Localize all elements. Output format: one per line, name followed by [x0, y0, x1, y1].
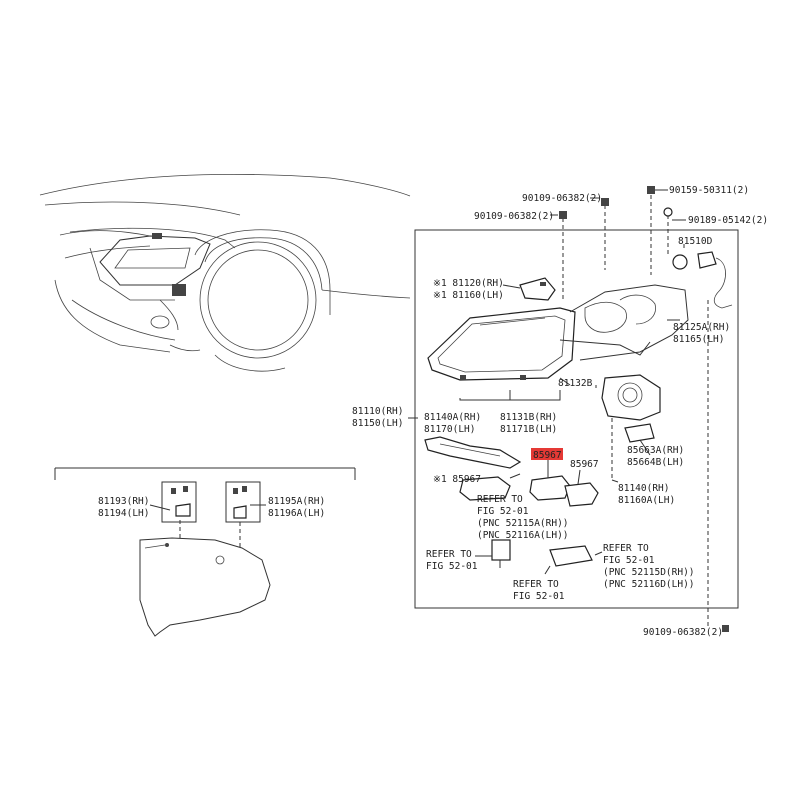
label-90109-top2: 90109-06382(2)	[474, 211, 554, 222]
refer-1-line2: FIG 52-01	[477, 506, 529, 517]
label-81171b: 81171B(LH)	[500, 424, 557, 435]
label-85967-highlight: 85967	[533, 450, 562, 461]
bulb-part	[672, 244, 733, 309]
refer-4-line1: REFER TO	[603, 543, 649, 554]
bracket-part	[424, 436, 522, 469]
refer-4-line4: (PNC 52116D(LH))	[603, 579, 695, 590]
refer-1-line4: (PNC 52116A(LH))	[477, 530, 569, 541]
leader-lines	[408, 300, 729, 632]
label-81131b: 81131B(RH)	[500, 412, 557, 423]
label-81165: 81165(LH)	[673, 334, 724, 345]
label-81160a: 81160A(LH)	[618, 495, 675, 506]
lower-panel	[54, 467, 356, 637]
label-81110: 81110(RH)	[352, 406, 403, 417]
car-illustration	[39, 173, 411, 372]
label-85664b: 85664B(LH)	[627, 457, 684, 468]
main-frame	[414, 229, 739, 609]
refer-4-line3: (PNC 52115D(RH))	[603, 567, 695, 578]
highlight-box	[531, 448, 563, 460]
label-90159: 90159-50311(2)	[669, 185, 749, 196]
projector-part	[601, 374, 661, 483]
label-81140: 81140(RH)	[618, 483, 669, 494]
label-90109-bottom: 90109-06382(2)	[643, 627, 723, 638]
label-81170: 81170(LH)	[424, 424, 475, 435]
label-81132b: 81132B	[558, 378, 593, 389]
control-modules	[459, 460, 599, 507]
label-81125a: 81125A(RH)	[673, 322, 730, 333]
refer-2-line2: FIG 52-01	[426, 561, 478, 572]
top-bolts	[550, 186, 686, 300]
side-lamp-part	[502, 277, 556, 301]
refer-1-line1: REFER TO	[477, 494, 523, 505]
label-81510d: 81510D	[678, 236, 713, 247]
label-90189: 90189-05142(2)	[688, 215, 768, 226]
refer-1-line3: (PNC 52115A(RH))	[477, 518, 569, 529]
headlamp-assembly	[427, 284, 689, 386]
label-85967-left: ※1 85967	[433, 474, 481, 485]
refer-2-line1: REFER TO	[426, 549, 472, 560]
label-81193: 81193(RH)	[98, 496, 149, 507]
refer-3-line2: FIG 52-01	[513, 591, 565, 602]
label-85967-right: 85967	[570, 459, 599, 470]
label-81195a: 81195A(RH)	[268, 496, 325, 507]
label-81120: ※1 81120(RH)	[433, 278, 504, 289]
label-81160: ※1 81160(LH)	[433, 290, 504, 301]
label-85663a: 85663A(RH)	[627, 445, 684, 456]
label-90109-top1: 90109-06382(2)	[522, 193, 602, 204]
part-labels: 90109-06382(2) 90109-06382(2) 90159-5031…	[98, 185, 768, 638]
label-81194: 81194(LH)	[98, 508, 149, 519]
connector-parts	[475, 539, 603, 575]
label-81196a: 81196A(LH)	[268, 508, 325, 519]
label-81140a: 81140A(RH)	[424, 412, 481, 423]
refer-4-line2: FIG 52-01	[603, 555, 655, 566]
refer-3-line1: REFER TO	[513, 579, 559, 590]
label-81150: 81150(LH)	[352, 418, 403, 429]
